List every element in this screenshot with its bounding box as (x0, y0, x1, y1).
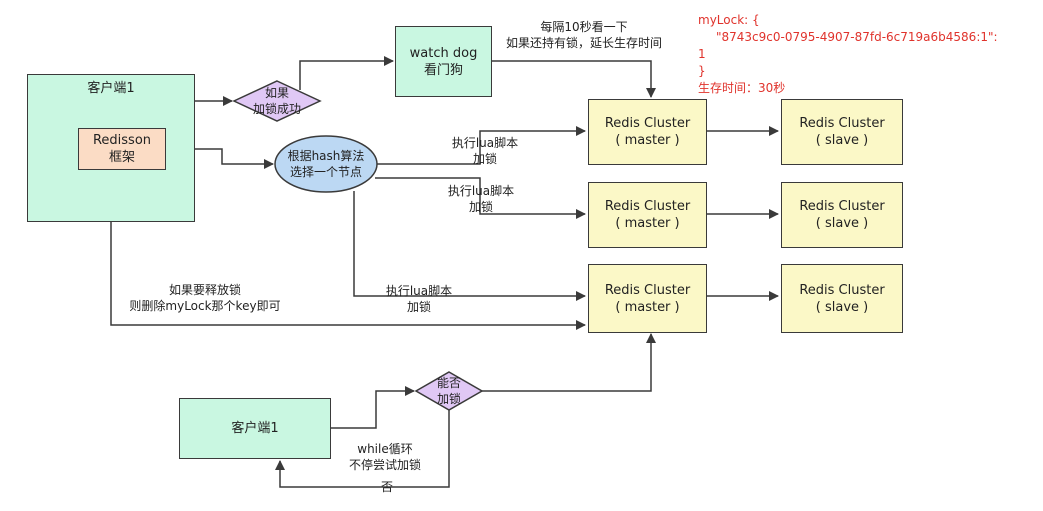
arrow-can-lock-no-to-client2 (275, 410, 450, 488)
arrow-hash-to-master1 (377, 126, 586, 165)
lua2-line2: 加锁 (468, 200, 493, 214)
arrow-client2-to-can-lock (331, 386, 415, 429)
slave1-line1: Redis Cluster (799, 116, 885, 131)
watchdog-line1: watch dog (409, 45, 478, 61)
arrow-hash-to-master3 (353, 191, 586, 301)
master2-line1: Redis Cluster (604, 199, 691, 214)
slave1-line2: ( slave ) (815, 133, 869, 148)
redisson-line2: 框架 (108, 150, 135, 165)
lua3-line2: 加锁 (406, 300, 431, 314)
arrow-watchdog-to-master1 (492, 60, 656, 98)
arrow-hash-to-master2 (375, 177, 586, 219)
retry-note: while循环 不停尝试加锁 (340, 441, 430, 473)
release-line1: 如果要释放锁 (168, 283, 241, 297)
decision-lock-success-text: 如果 加锁成功 (234, 84, 320, 118)
hash-line1: 根据hash算法 (287, 149, 365, 163)
release-line2: 则删除myLock那个key即可 (129, 299, 281, 313)
redis-slave-3: Redis Cluster ( slave ) (781, 264, 903, 333)
master2-line2: ( master ) (615, 216, 680, 231)
master3-line1: Redis Cluster (604, 282, 691, 298)
client-bottom-label: 客户端1 (231, 421, 279, 436)
arrow-diamond-to-watchdog (299, 56, 394, 90)
hash-select-node-text: 根据hash算法 选择一个节点 (276, 147, 376, 181)
slave3-line2: ( slave ) (815, 299, 869, 315)
mylock-line1: myLock: { (698, 13, 760, 27)
watchdog-note-line2: 如果还持有锁，延长生存时间 (505, 36, 662, 50)
hash-line2: 选择一个节点 (289, 165, 362, 179)
redisson-box: Redisson 框架 (78, 128, 166, 170)
can-lock-line1: 能否 (436, 376, 461, 390)
redis-slave-2: Redis Cluster ( slave ) (781, 182, 903, 248)
lua-label-1: 执行lua脚本 加锁 (450, 135, 520, 167)
lua2-line1: 执行lua脚本 (447, 184, 515, 198)
slave2-line1: Redis Cluster (799, 199, 885, 214)
lua-label-3: 执行lua脚本 加锁 (384, 283, 454, 315)
redis-master-2: Redis Cluster ( master ) (588, 182, 707, 248)
arrow-client-release-to-master3 (110, 222, 586, 330)
master3-line2: ( master ) (615, 299, 680, 315)
mylock-line2: "8743c9c0-0795-4907-87fd-6c719a6b4586:1"… (716, 30, 998, 44)
redis-master-1: Redis Cluster ( master ) (588, 99, 707, 165)
watchdog-box: watch dog 看门狗 (395, 26, 492, 97)
lua1-line2: 加锁 (472, 152, 497, 166)
watchdog-line2: 看门狗 (423, 62, 463, 78)
lua3-line1: 执行lua脚本 (385, 284, 453, 298)
master1-line2: ( master ) (615, 133, 680, 148)
no-label: 否 (380, 480, 393, 494)
slave2-line2: ( slave ) (815, 216, 869, 231)
mylock-line5: 生存时间：30秒 (698, 81, 786, 95)
client-top-label: 客户端1 (87, 81, 135, 96)
lua-label-2: 执行lua脚本 加锁 (446, 183, 516, 215)
decision-lock-success-diamond (232, 80, 322, 122)
slave3-line1: Redis Cluster (799, 282, 885, 298)
can-lock-line2: 加锁 (436, 392, 461, 406)
redisson-line1: Redisson (92, 133, 152, 148)
decision-lock-success-line2: 加锁成功 (252, 102, 301, 116)
arrow-can-lock-to-master3 (482, 333, 656, 392)
decision-can-lock-text: 能否 加锁 (416, 375, 482, 407)
lua1-line1: 执行lua脚本 (451, 136, 519, 150)
retry-line2: 不停尝试加锁 (348, 458, 421, 472)
mylock-line4: } (698, 64, 706, 78)
retry-line1: while循环 (357, 442, 413, 456)
master1-line1: Redis Cluster (604, 116, 691, 131)
redis-slave-1: Redis Cluster ( slave ) (781, 99, 903, 165)
watchdog-note: 每隔10秒看一下 如果还持有锁，延长生存时间 (500, 19, 668, 51)
connector-lines (110, 56, 779, 488)
watchdog-note-line1: 每隔10秒看一下 (540, 20, 628, 34)
mylock-note: myLock: { "8743c9c0-0795-4907-87fd-6c719… (698, 12, 998, 97)
client-bottom-box: 客户端1 (179, 398, 331, 459)
decision-lock-success-line1: 如果 (264, 86, 289, 100)
mylock-line3: 1 (698, 47, 706, 61)
release-note: 如果要释放锁 则删除myLock那个key即可 (120, 282, 290, 314)
redis-master-3: Redis Cluster ( master ) (588, 264, 707, 333)
